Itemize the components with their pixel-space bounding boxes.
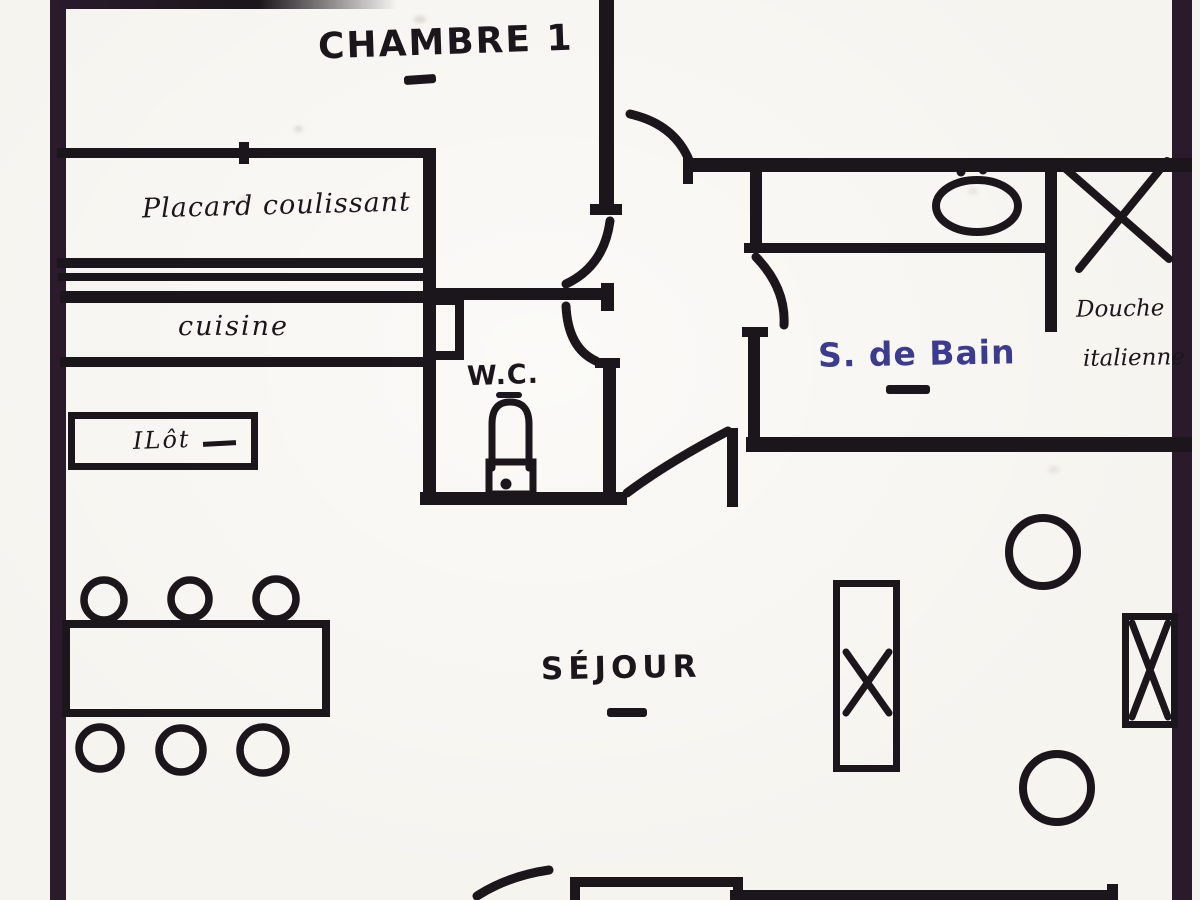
wall-bath-left-upper bbox=[750, 172, 762, 248]
wall-wc-top bbox=[430, 288, 614, 300]
chair-icon bbox=[80, 576, 128, 624]
counter-line-kitchen-top bbox=[58, 273, 426, 281]
wall-endcap bbox=[1107, 884, 1118, 900]
underline bbox=[607, 708, 647, 717]
round-seat-icon bbox=[1019, 750, 1095, 826]
chair-icon bbox=[167, 576, 213, 622]
underline bbox=[886, 385, 930, 394]
chair-icon bbox=[252, 575, 300, 623]
underline bbox=[496, 392, 522, 398]
sink-icon bbox=[932, 176, 1022, 236]
kitchen-island: ILôt bbox=[68, 412, 258, 470]
room-label-cuisine: cuisine bbox=[178, 311, 290, 342]
wall-kitchen-top bbox=[60, 291, 458, 303]
toilet-bowl-icon bbox=[488, 398, 533, 472]
wall-tick bbox=[239, 142, 249, 164]
door-arc-hall-lower bbox=[561, 301, 601, 366]
room-label-douche-1: Douche bbox=[1075, 295, 1165, 323]
scan-smudge bbox=[294, 126, 303, 132]
wall-left bbox=[50, 0, 66, 900]
scan-smudge bbox=[240, 196, 250, 202]
wall-bottom bbox=[730, 890, 1118, 900]
wall-placard-bottom bbox=[57, 258, 427, 268]
round-seat-icon bbox=[1005, 514, 1081, 590]
wall-bath-bottom bbox=[746, 437, 1192, 452]
room-label-douche-2: italienne bbox=[1082, 344, 1186, 372]
door-arc-sejour bbox=[622, 426, 733, 498]
door-leaf-sejour bbox=[727, 428, 738, 507]
toilet-base-icon bbox=[485, 458, 537, 498]
door-arc-bathroom bbox=[751, 252, 789, 330]
wall-wc-bottom bbox=[420, 492, 627, 505]
room-label-salle-de-bain: S. de Bain bbox=[817, 332, 1016, 375]
scan-smudge bbox=[968, 188, 978, 194]
wall-bath-left-lower bbox=[748, 332, 760, 442]
chair-icon bbox=[155, 724, 207, 776]
room-label-wc: W.C. bbox=[466, 358, 540, 393]
dining-table bbox=[62, 620, 330, 717]
scan-smudge bbox=[1048, 466, 1059, 473]
wall-top bbox=[52, 0, 397, 9]
room-label-placard: Placard coulissant bbox=[141, 186, 412, 225]
chair-icon bbox=[236, 723, 290, 777]
sideboard-tall bbox=[833, 580, 900, 772]
shower-x-icon bbox=[1055, 157, 1173, 273]
ilot-label: ILôt bbox=[132, 425, 191, 455]
wall-bath-top bbox=[688, 158, 1192, 172]
wall-wc-right bbox=[603, 362, 616, 502]
wall-endcap bbox=[590, 204, 622, 215]
room-label-chambre1: CHAMBRE 1 bbox=[317, 17, 575, 68]
wall-placard-right bbox=[423, 148, 436, 505]
chair-icon bbox=[75, 723, 125, 773]
scan-smudge bbox=[414, 16, 426, 23]
counter-line-kitchen-bottom bbox=[60, 357, 428, 367]
sideboard-small bbox=[1122, 613, 1178, 728]
toilet-flush-dot bbox=[500, 478, 512, 490]
wall-endcap bbox=[601, 283, 614, 311]
wall-shower-divider bbox=[1045, 160, 1057, 332]
door-arc-chambre1 bbox=[625, 109, 694, 165]
door-arc-hall-upper bbox=[561, 216, 615, 289]
underline bbox=[403, 73, 437, 86]
pillar bbox=[433, 296, 464, 360]
wall-hall-top-vertical bbox=[599, 0, 614, 210]
room-label-sejour: SÉJOUR bbox=[540, 648, 702, 688]
counter-line-bath bbox=[744, 243, 1054, 253]
entry-furniture bbox=[570, 877, 743, 900]
door-arc-entry bbox=[472, 865, 554, 900]
